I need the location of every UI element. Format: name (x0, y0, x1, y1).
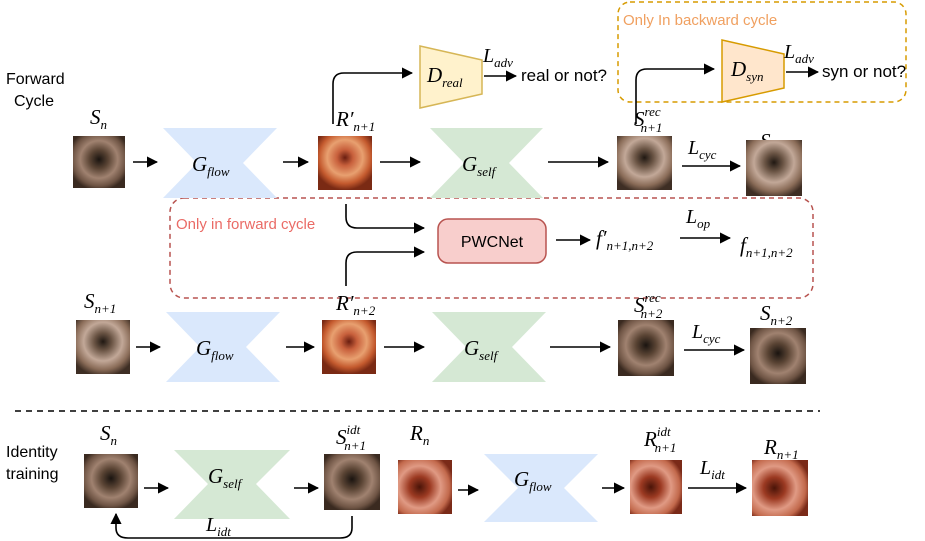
label-f: fn+1,n+2 (740, 233, 793, 260)
generator-g-self-idt (174, 450, 290, 519)
arrow-idt-loss-loop (110, 512, 353, 539)
image-r-prime-n2 (322, 320, 376, 374)
loss-cyc-2: Lcyc (691, 321, 721, 346)
label-s-n: Sn (90, 105, 107, 132)
image-r-n (398, 460, 452, 514)
arrow-rp2-to-pwcnet (345, 246, 426, 286)
g-self-idt-label: Gself (208, 464, 244, 491)
label-s-n-idt: Sn (100, 421, 117, 448)
generator-g-flow-1 (163, 128, 277, 198)
label-s-n1: Sn+1 (84, 289, 116, 316)
loss-idt-1: Lidt (205, 514, 231, 539)
generator-g-self-2 (432, 312, 546, 382)
image-s-idt-n1 (324, 454, 380, 510)
identity-training-label-line1: Identity (6, 444, 58, 461)
forward-cycle-label-line2: Cycle (14, 93, 54, 110)
loss-op: Lop (685, 206, 711, 231)
loss-idt-2: Lidt (699, 457, 725, 482)
pwcnet-label: PWCNet (461, 234, 524, 251)
g-flow-1-label: Gflow (192, 152, 230, 179)
real-or-not-text: real or not? (521, 66, 607, 85)
arrow-rp1-to-pwcnet (345, 204, 426, 234)
generator-g-self-1 (430, 128, 543, 198)
loss-cyc-1: Lcyc (687, 137, 717, 162)
image-s-n-idt (84, 454, 138, 508)
g-flow-idt-label: Gflow (514, 467, 552, 494)
discriminator-d-real (419, 45, 483, 109)
pwcnet-block (437, 218, 547, 264)
image-r-prime-n1 (318, 136, 372, 190)
image-s-n1-target (746, 140, 802, 196)
image-s-rec-n2 (618, 320, 674, 376)
g-self-2-label: Gself (464, 336, 500, 363)
arrow-rp1-to-dreal (332, 67, 414, 124)
backward-only-label: Only In backward cycle (623, 12, 777, 29)
image-s-n2 (750, 328, 806, 384)
label-r-n1: Rn+1 (763, 435, 799, 462)
g-self-1-label: Gself (462, 152, 498, 179)
identity-training-label-line2: training (6, 466, 58, 483)
image-s-rec-n1 (617, 136, 672, 190)
label-r-n: Rn (409, 421, 429, 448)
image-r-idt-n1 (630, 460, 682, 514)
g-flow-2-label: Gflow (196, 336, 234, 363)
label-f-prime: f′n+1,n+2 (596, 226, 654, 253)
image-s-n1 (76, 320, 130, 374)
label-r-prime-n1: R′n+1 (335, 107, 375, 134)
generator-g-flow-2 (166, 312, 280, 382)
arrow-srec-to-dsyn (635, 63, 716, 124)
d-real-label: Dreal (426, 63, 463, 90)
d-syn-label: Dsyn (730, 57, 764, 84)
generator-g-flow-idt (484, 454, 598, 522)
forward-cycle-label-line1: Forward (6, 71, 65, 88)
discriminator-d-syn (721, 39, 785, 103)
forward-only-label: Only in forward cycle (176, 216, 315, 233)
loss-adv-1: Ladv (482, 45, 513, 70)
label-r-prime-n2: R′n+2 (335, 291, 376, 318)
syn-or-not-text: syn or not? (822, 62, 906, 81)
loss-adv-2: Ladv (783, 41, 814, 66)
label-s-n2: Sn+2 (760, 301, 793, 328)
image-r-n1 (752, 460, 808, 516)
image-s-n (73, 136, 125, 188)
